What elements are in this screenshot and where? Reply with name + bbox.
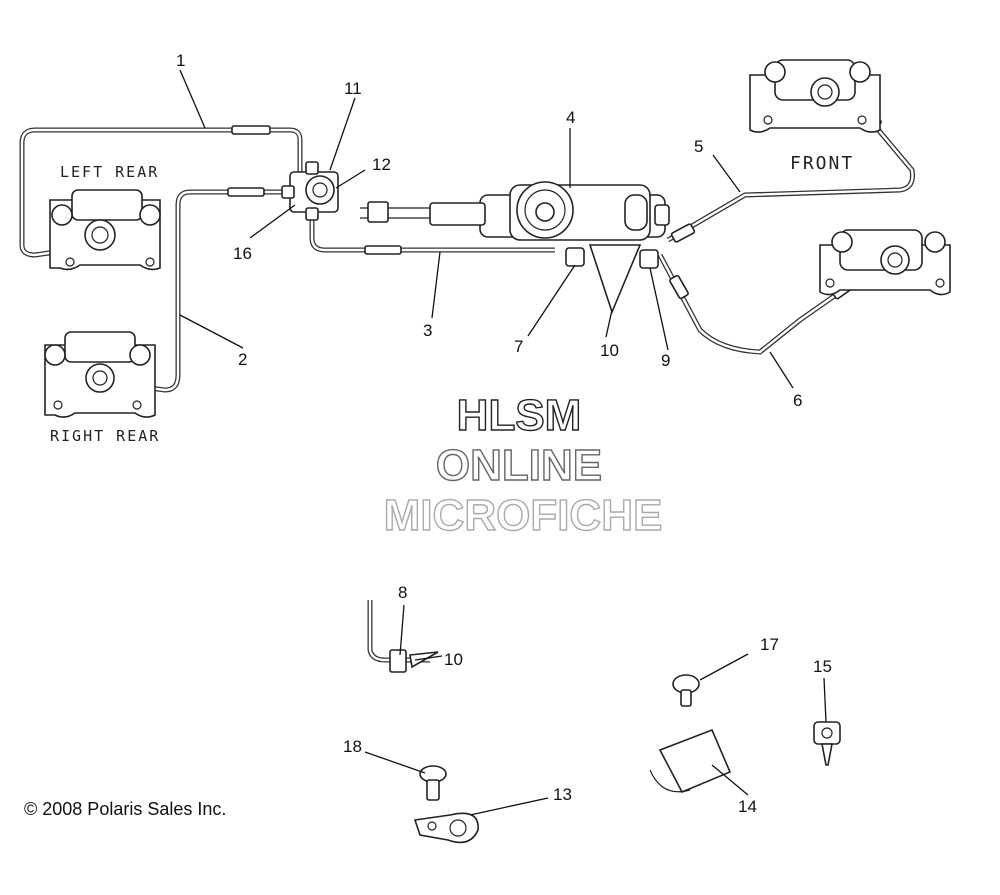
brake-line-1 (19, 125, 303, 258)
right-rear-label: RIGHT REAR (50, 427, 160, 445)
callout-1: 1 (176, 51, 185, 70)
callout-11: 11 (344, 79, 362, 98)
callout-12: 12 (372, 155, 391, 174)
callout-9: 9 (661, 351, 670, 370)
mounting-bracket (565, 244, 659, 315)
callout-6: 6 (793, 391, 802, 410)
left-rear-label: LEFT REAR (60, 163, 159, 181)
front-upper-caliper (749, 59, 881, 133)
callout-3: 3 (423, 321, 432, 340)
leader-lines (179, 69, 827, 816)
callout-10-lower: 10 (444, 650, 463, 669)
callout-7: 7 (514, 337, 523, 356)
left-rear-caliper (49, 189, 161, 271)
callout-4: 4 (566, 108, 575, 127)
clip-15 (813, 721, 841, 766)
callout-13: 13 (553, 785, 572, 804)
callout-5: 5 (694, 137, 703, 156)
front-lower-caliper (819, 229, 951, 296)
callout-labels: 1 2 3 4 5 6 7 8 9 10 10 11 12 13 14 15 1… (176, 51, 832, 816)
callout-8: 8 (398, 583, 407, 602)
brake-line-assembly-8 (367, 600, 439, 673)
copyright-text: © 2008 Polaris Sales Inc. (24, 799, 226, 819)
brake-line-3 (309, 215, 555, 255)
spring-clip-14 (649, 728, 732, 794)
callout-14: 14 (738, 797, 757, 816)
watermark-line-2: ONLINE (436, 441, 602, 490)
right-rear-caliper (44, 331, 156, 418)
front-label: FRONT (790, 153, 854, 174)
master-cylinder (360, 181, 670, 241)
callout-18: 18 (343, 737, 362, 756)
watermark-line-1: HLSM (457, 391, 582, 440)
callout-17: 17 (760, 635, 779, 654)
brake-tee-block (281, 161, 339, 221)
callout-16: 16 (233, 244, 252, 263)
screw-17 (672, 674, 700, 707)
callout-10-upper: 10 (600, 341, 619, 360)
callout-2: 2 (238, 350, 247, 369)
brake-line-2 (124, 187, 300, 393)
callout-15: 15 (813, 657, 832, 676)
bolt-18 (419, 765, 447, 801)
p-clamp-13 (413, 812, 479, 844)
watermark-line-3: MICROFICHE (384, 491, 663, 540)
